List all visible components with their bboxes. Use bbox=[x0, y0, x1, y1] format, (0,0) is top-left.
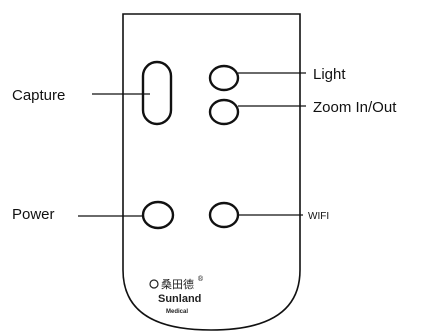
brand-logo-icon bbox=[149, 279, 159, 289]
brand-registered-mark: ® bbox=[197, 275, 204, 283]
wifi-label: WIFI bbox=[308, 211, 329, 222]
brand-name: Sunland bbox=[158, 293, 201, 305]
power-button[interactable] bbox=[141, 200, 175, 230]
brand-tagline: Medical bbox=[166, 309, 188, 315]
power-label: Power bbox=[12, 206, 55, 223]
zoom-button[interactable] bbox=[208, 98, 240, 126]
brand-chinese-name: 桑田德 bbox=[161, 277, 194, 291]
zoom-label: Zoom In/Out bbox=[313, 99, 397, 116]
capture-label: Capture bbox=[12, 87, 65, 104]
light-label: Light bbox=[313, 66, 346, 83]
light-button[interactable] bbox=[208, 64, 240, 92]
remote-body-outline bbox=[122, 13, 301, 331]
wifi-button[interactable] bbox=[208, 201, 240, 229]
capture-button[interactable] bbox=[141, 60, 173, 126]
